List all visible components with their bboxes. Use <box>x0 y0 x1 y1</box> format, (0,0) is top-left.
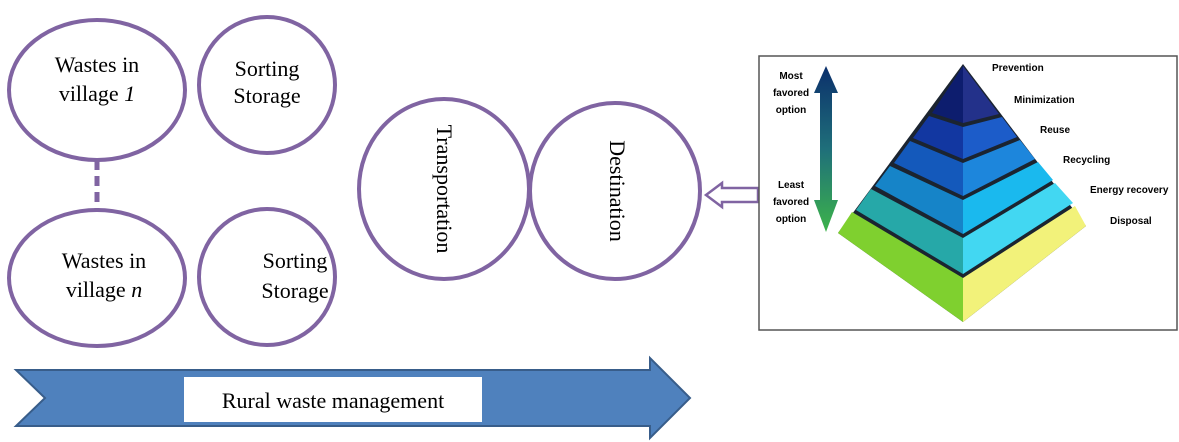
village-1-line2: village <box>59 81 124 106</box>
village-n-line2: village <box>66 277 131 302</box>
node-village-1: Wastes in village 1 <box>7 18 187 162</box>
top-label-line2: favored <box>773 88 809 99</box>
level-label-minimization: Minimization <box>1014 95 1075 106</box>
banner-arrow: Rural waste management <box>13 355 692 441</box>
svg-text:village 1: village 1 <box>59 81 135 106</box>
svg-text:Wastes in: Wastes in <box>55 52 139 77</box>
svg-text:Wastes in: Wastes in <box>62 248 146 273</box>
tier-recycling-right <box>963 162 1053 234</box>
tier-disposal-right <box>963 206 1086 322</box>
level-label-disposal: Disposal <box>1110 216 1152 227</box>
node-village-n: Wastes in village n <box>7 208 187 348</box>
bottom-label-line3: option <box>776 214 807 225</box>
sorting-2-line2: Storage <box>261 278 328 303</box>
level-label-recycling: Recycling <box>1063 155 1110 166</box>
hollow-arrow-icon <box>703 180 760 210</box>
tier-energy-left <box>856 189 963 274</box>
village-1-line1: Wastes in <box>55 52 139 77</box>
top-label-line1: Most <box>779 71 803 82</box>
level-label-reuse: Reuse <box>1040 125 1070 136</box>
svg-text:village n: village n <box>66 277 142 302</box>
tier-reuse-right <box>963 140 1035 196</box>
tier-disposal-left <box>838 212 963 322</box>
node-transportation: Transportation <box>357 97 531 281</box>
waste-hierarchy-panel: Most favored option Least favored option <box>758 55 1178 331</box>
top-label-line3: option <box>776 105 807 116</box>
bottom-label-line2: favored <box>773 197 809 208</box>
level-label-prevention: Prevention <box>992 63 1044 74</box>
sorting-1-line2: Storage <box>233 83 300 108</box>
transportation-label: Transportation <box>432 125 457 254</box>
bottom-label-line1: Least <box>778 180 805 191</box>
level-label-energy-recovery: Energy recovery <box>1090 185 1169 196</box>
village-n-index: n <box>131 277 142 302</box>
waste-pyramid <box>838 64 1086 322</box>
village-1-index: 1 <box>124 81 135 106</box>
tier-prevention-right <box>963 66 999 123</box>
node-destination: Destination <box>528 101 702 281</box>
destination-label: Destination <box>605 140 630 241</box>
tier-recycling-left <box>875 166 963 234</box>
sorting-2-line1: Sorting <box>263 248 328 273</box>
node-sorting-storage-1: Sorting Storage <box>197 15 337 155</box>
village-n-line1: Wastes in <box>62 248 146 273</box>
tier-reuse-left <box>894 141 963 196</box>
banner-label: Rural waste management <box>222 388 444 413</box>
tier-minimization-right <box>963 117 1017 159</box>
node-sorting-storage-2: Sorting Storage <box>197 207 337 347</box>
tier-prevention-left <box>932 66 963 123</box>
tier-energy-right <box>963 183 1073 274</box>
sorting-1-line1: Sorting <box>235 56 300 81</box>
tier-minimization-left <box>913 116 963 159</box>
favored-scale-arrow-icon <box>814 66 838 232</box>
